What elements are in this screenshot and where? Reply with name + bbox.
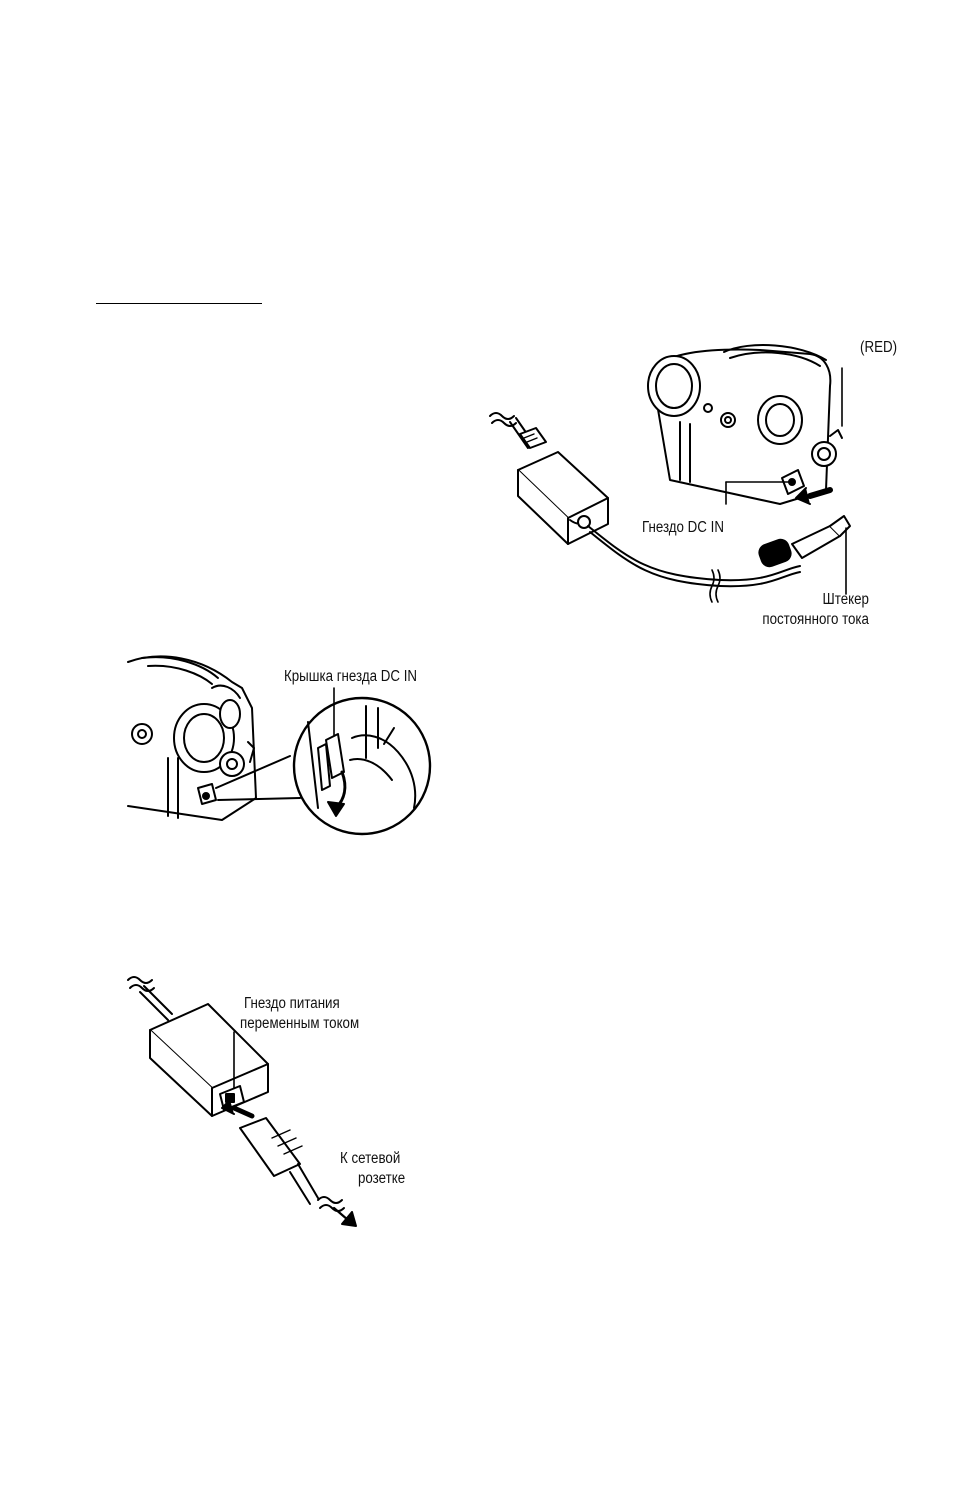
label-outlet-line2: розетке bbox=[358, 1169, 405, 1188]
label-dc-plug-line2: постоянного тока bbox=[762, 610, 869, 629]
label-ac-inlet-line1: Гнездо питания bbox=[244, 994, 340, 1013]
camera-adapter-illustration bbox=[480, 330, 920, 630]
label-ac-inlet-line2: переменным током bbox=[240, 1014, 359, 1033]
section-underline bbox=[96, 303, 262, 304]
label-dc-plug-line1: Штекер bbox=[823, 590, 869, 609]
label-dc-in-jack: Гнездо DC IN bbox=[642, 518, 724, 537]
label-dc-in-cover: Крышка гнезда DC IN bbox=[284, 667, 417, 686]
label-red: (RED) bbox=[860, 338, 897, 357]
label-outlet-line1: К сетевой bbox=[340, 1149, 400, 1168]
